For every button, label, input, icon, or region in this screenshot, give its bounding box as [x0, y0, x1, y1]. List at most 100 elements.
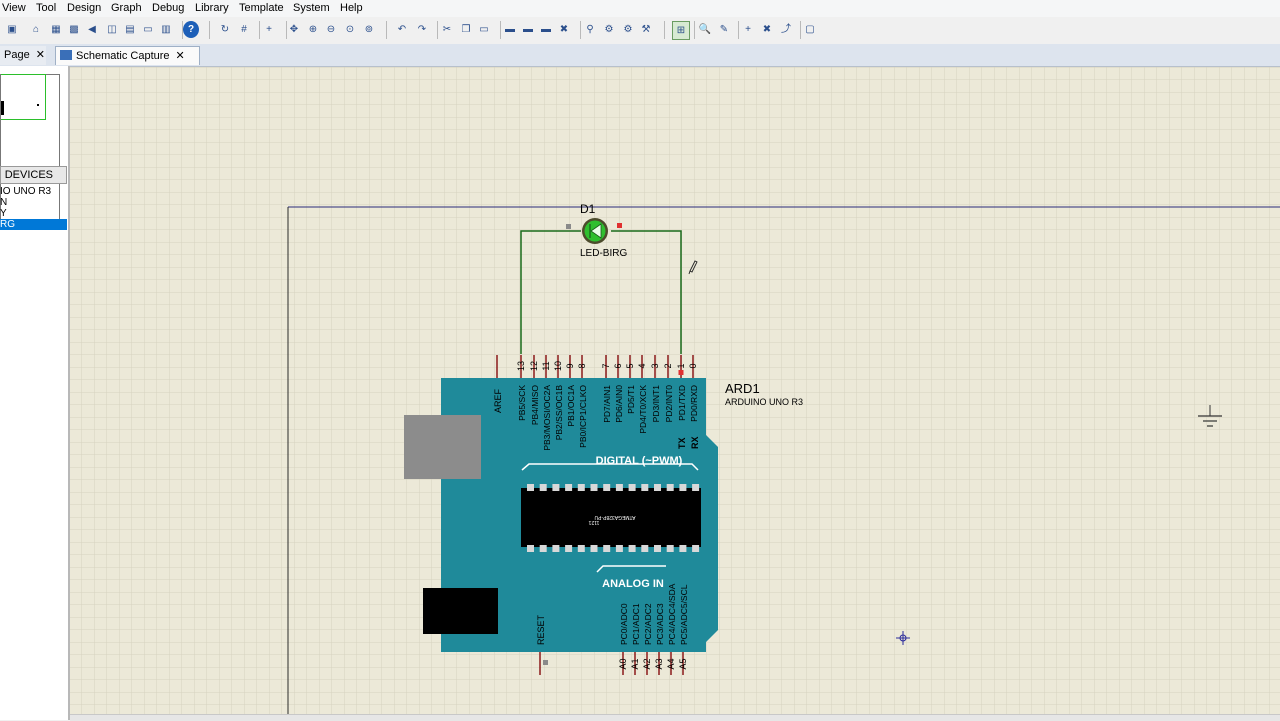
cut-icon[interactable]: ✂ — [442, 24, 452, 35]
pick-icon[interactable]: ⚲ — [586, 24, 594, 35]
component-mode-icon[interactable]: ▣ — [7, 24, 17, 35]
chip-leg — [654, 484, 661, 491]
pin-number: 11 — [541, 361, 551, 370]
menu-template[interactable]: Template — [239, 2, 284, 14]
ground-icon[interactable] — [1198, 405, 1222, 427]
schematic-icon[interactable]: ▦ — [51, 24, 61, 35]
status-bar-strip — [70, 714, 1280, 721]
remove-sheet-icon[interactable]: ✖ — [762, 24, 772, 35]
tx-label: TX — [677, 437, 687, 449]
redo-icon[interactable]: ↷ — [417, 24, 427, 35]
menu-graph[interactable]: Graph — [111, 2, 142, 14]
menu-help[interactable]: Help — [340, 2, 363, 14]
property-assign-icon[interactable]: ✎ — [719, 24, 729, 35]
toolbar-separator — [286, 21, 287, 39]
toolbar-separator — [664, 21, 665, 39]
device-list-item[interactable]: RG — [0, 219, 67, 230]
block-rotate-icon[interactable]: ▬ — [541, 24, 551, 35]
chip-leg — [615, 545, 623, 552]
device-list-item[interactable]: Y — [0, 208, 7, 219]
toolbar-separator — [500, 21, 501, 39]
block-delete-icon[interactable]: ✖ — [559, 24, 569, 35]
copy-icon[interactable]: ❐ — [461, 24, 471, 35]
pin-number: A2 — [642, 658, 652, 669]
gerber-icon[interactable]: ◫ — [107, 24, 117, 35]
zoom-in-icon[interactable]: ⊕ — [308, 24, 318, 35]
analog-pin-group: PC0/ADC0A0PC1/ADC1A1PC2/ADC2A2PC3/ADC3A3… — [618, 583, 689, 675]
origin-icon[interactable]: + — [266, 24, 272, 35]
wire-autorouter-icon[interactable]: ⊞ — [672, 21, 690, 40]
schematic-canvas[interactable]: D1 LED-BIRG ATMEGA328P-PU 1121 DIGITAL (… — [70, 67, 1280, 720]
arduino-board[interactable]: ATMEGA328P-PU 1121 DIGITAL (~PWM) ANALOG… — [404, 355, 718, 675]
chip-leg — [552, 545, 560, 552]
decompose-icon[interactable]: ⚒ — [641, 24, 651, 35]
notes-icon[interactable]: ▭ — [143, 24, 153, 35]
menu-tool[interactable]: Tool — [36, 2, 57, 14]
pin-label: PD1/TXD — [677, 385, 687, 421]
paste-icon[interactable]: ▭ — [479, 24, 489, 35]
menu-bar: View Tool Design Graph Debug Library Tem… — [0, 0, 1280, 17]
pcb-icon[interactable]: ▩ — [69, 24, 79, 35]
pin-label: PC1/ADC1 — [631, 603, 641, 645]
close-icon[interactable]: ✕ — [175, 50, 185, 62]
grid-icon[interactable]: # — [241, 24, 247, 35]
packaging-icon[interactable]: ⚙ — [623, 24, 633, 35]
make-device-icon[interactable]: ⚙ — [604, 24, 614, 35]
pin-number: A3 — [654, 658, 664, 669]
zoom-area-icon[interactable]: ⊚ — [364, 24, 374, 35]
menu-debug[interactable]: Debug — [152, 2, 185, 14]
pin-number: 9 — [565, 363, 575, 368]
tab-page[interactable]: Page✕ — [0, 46, 46, 65]
menu-view[interactable]: View — [2, 2, 26, 14]
device-list-item[interactable]: N — [0, 197, 8, 208]
toolbar-separator — [182, 21, 183, 39]
chip-leg — [679, 545, 687, 552]
chip-leg — [603, 484, 611, 491]
wire-d13-led[interactable] — [520, 230, 581, 354]
back-icon[interactable]: ◀ — [88, 24, 96, 35]
exit-parent-icon[interactable]: ⤴ — [781, 24, 791, 35]
block-move-icon[interactable]: ▬ — [523, 24, 533, 35]
toolbar-separator — [580, 21, 581, 39]
menu-system[interactable]: System — [293, 2, 330, 14]
led-diode-symbol — [590, 223, 602, 239]
pin-label: PC5/ADC5/SCL — [679, 584, 689, 645]
chip-leg — [577, 545, 585, 552]
wire-led-d1[interactable] — [611, 230, 682, 354]
chip-leg — [666, 545, 674, 552]
chip-leg — [577, 484, 585, 491]
new-sheet-icon[interactable]: + — [745, 24, 751, 35]
design-explorer-icon[interactable]: ▢ — [805, 24, 815, 35]
undo-icon[interactable]: ↶ — [397, 24, 407, 35]
pin-number: 1 — [676, 363, 686, 368]
block-copy-icon[interactable]: ▬ — [505, 24, 515, 35]
toolbar-separator — [437, 21, 438, 39]
toolbar-separator — [386, 21, 387, 39]
tab-schematic-capture[interactable]: Schematic Capture✕ — [55, 46, 200, 65]
pin-label: PB2/SS/OC1B — [554, 385, 564, 441]
search-icon[interactable]: 🔍 — [698, 24, 712, 35]
analog-title: ANALOG IN — [602, 578, 664, 590]
device-list-item[interactable]: IO UNO R3 — [0, 186, 52, 197]
help-icon[interactable]: ? — [183, 21, 199, 38]
chip-leg — [590, 545, 598, 552]
chip-leg — [628, 484, 636, 491]
bom-icon[interactable]: ▤ — [125, 24, 135, 35]
chip-leg — [692, 484, 700, 491]
chip-leg — [527, 545, 534, 552]
overview-window[interactable] — [0, 74, 60, 220]
refresh-icon[interactable]: ↻ — [220, 24, 230, 35]
menu-design[interactable]: Design — [67, 2, 102, 14]
zoom-all-icon[interactable]: ⊙ — [345, 24, 355, 35]
menu-library[interactable]: Library — [195, 2, 229, 14]
close-icon[interactable]: ✕ — [35, 49, 45, 61]
home-icon[interactable]: ⌂ — [32, 24, 40, 35]
analog-bracket — [596, 565, 666, 573]
zoom-out-icon[interactable]: ⊖ — [326, 24, 336, 35]
board-ref: ARD1 — [725, 381, 760, 396]
led-d1[interactable] — [566, 218, 622, 244]
pin-number: 6 — [613, 363, 623, 368]
pan-icon[interactable]: ✥ — [289, 24, 299, 35]
console-icon[interactable]: ▥ — [161, 24, 171, 35]
